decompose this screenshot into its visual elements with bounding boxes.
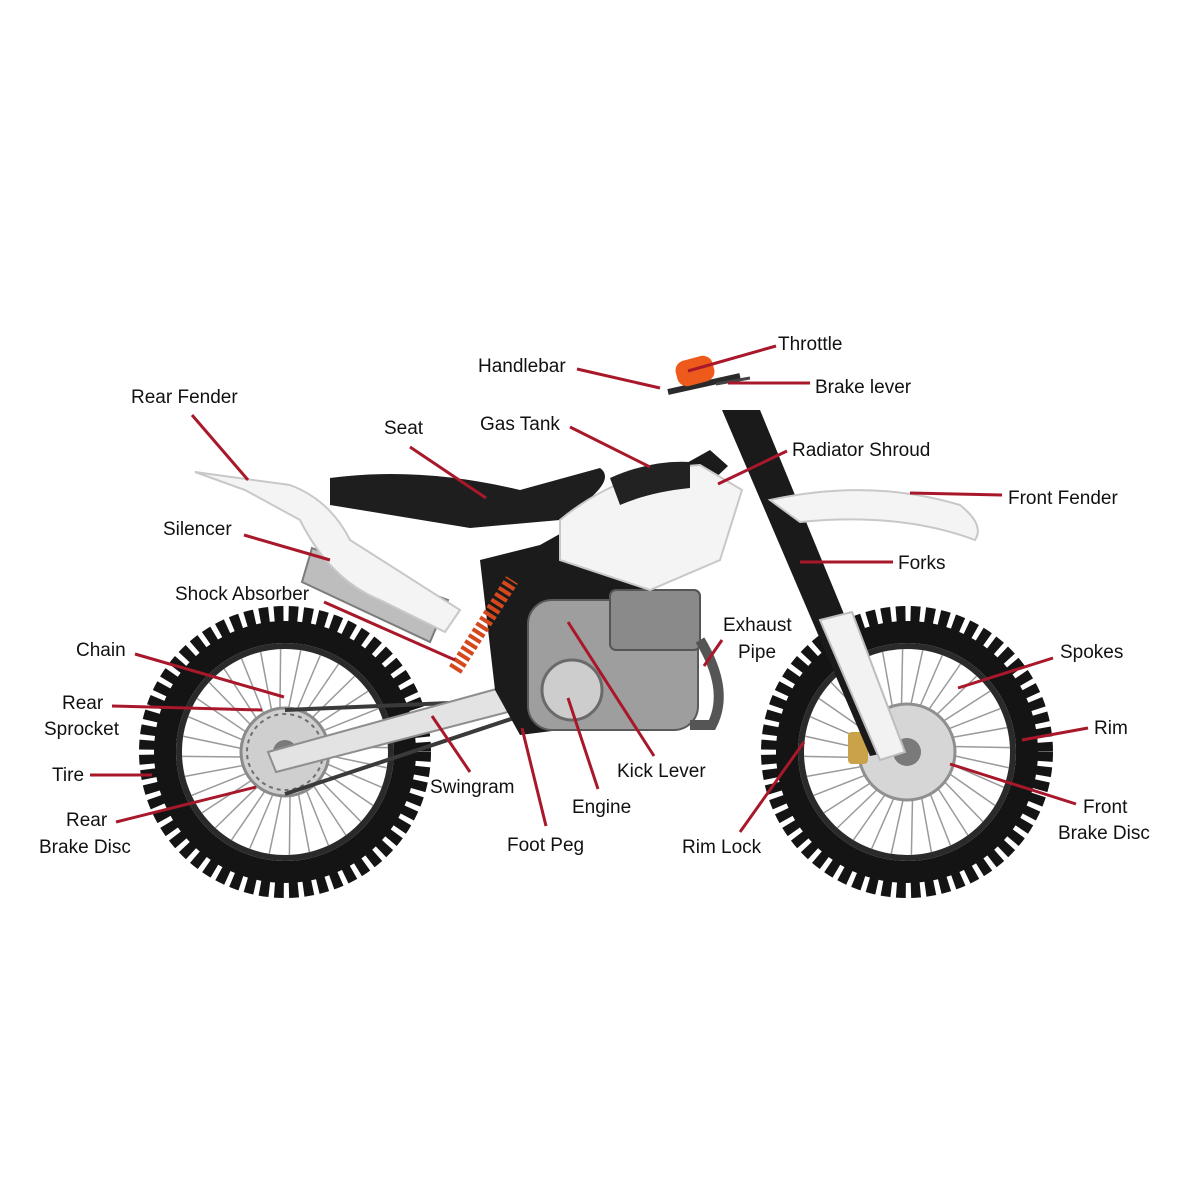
- leader-rear-sprocket: [111, 704, 263, 712]
- part-labels: Throttle Handlebar Brake lever Rear Fend…: [39, 334, 1150, 858]
- label-rim-lock: Rim Lock: [682, 837, 762, 858]
- label-spokes: Spokes: [1060, 642, 1123, 663]
- leader-exhaust-pipe: [702, 639, 724, 667]
- shock-absorber-shape: [449, 576, 518, 674]
- front-caliper: [848, 732, 868, 764]
- leader-rim-lock: [738, 741, 806, 833]
- label-foot-peg: Foot Peg: [507, 835, 584, 856]
- leader-handlebar: [576, 367, 661, 390]
- leader-front-fender: [909, 491, 1003, 497]
- leader-rear-brake-disc: [115, 785, 257, 824]
- label-shock-absorber: Shock Absorber: [175, 584, 310, 605]
- leader-throttle: [687, 344, 777, 373]
- label-rear-sprocket-line1: Rear: [62, 693, 104, 714]
- label-front-fender: Front Fender: [1008, 488, 1118, 509]
- leader-shock-absorber: [323, 600, 456, 662]
- label-exhaust-pipe-line1: Exhaust: [723, 615, 792, 636]
- leader-kick-lever: [566, 621, 656, 757]
- front-wheel: [761, 606, 1053, 898]
- rear-tire: [154, 621, 416, 883]
- front-tire-knobs: [761, 606, 1053, 898]
- label-rear-brake-disc-line2: Brake Disc: [39, 837, 131, 858]
- label-engine: Engine: [572, 797, 631, 818]
- leader-radiator-shroud: [717, 449, 788, 486]
- seat-shape: [330, 468, 605, 528]
- label-chain: Chain: [76, 640, 126, 661]
- leader-spokes: [957, 656, 1054, 690]
- gas-tank-shape: [610, 461, 690, 505]
- label-throttle: Throttle: [778, 334, 842, 355]
- label-gas-tank: Gas Tank: [480, 414, 560, 435]
- label-silencer: Silencer: [163, 519, 232, 540]
- label-rear-brake-disc-line1: Rear: [66, 810, 108, 831]
- engine-shape: [527, 589, 701, 731]
- leader-rear-fender: [190, 414, 250, 481]
- throttle-grip: [675, 355, 715, 387]
- forks-shape: [722, 410, 907, 762]
- label-radiator-shroud: Radiator Shroud: [792, 440, 930, 461]
- leader-gas-tank: [569, 425, 651, 469]
- label-forks: Forks: [898, 553, 946, 574]
- label-brake-lever: Brake lever: [815, 377, 912, 398]
- front-tire: [776, 621, 1038, 883]
- leader-swingarm: [430, 715, 472, 773]
- label-exhaust-pipe-line2: Pipe: [738, 642, 776, 663]
- label-kick-lever: Kick Lever: [617, 761, 706, 782]
- rear-tire-knobs: [139, 606, 431, 898]
- handlebar-shape: [667, 373, 741, 395]
- front-fender-shape: [767, 489, 979, 542]
- leader-foot-peg: [520, 727, 548, 827]
- label-front-brake-disc-line1: Front: [1083, 797, 1128, 818]
- label-swingarm: Swingram: [430, 777, 514, 798]
- leader-seat: [409, 445, 487, 500]
- leader-silencer: [243, 533, 331, 562]
- label-rear-fender: Rear Fender: [131, 387, 238, 408]
- label-rim: Rim: [1094, 718, 1128, 739]
- label-seat: Seat: [384, 418, 424, 439]
- leader-lines: [90, 344, 1089, 833]
- label-handlebar: Handlebar: [478, 356, 566, 377]
- rear-fender-shape: [194, 471, 462, 634]
- leader-engine: [566, 697, 600, 790]
- label-front-brake-disc-line2: Brake Disc: [1058, 823, 1150, 844]
- leader-rim: [1021, 726, 1089, 742]
- rear-rim: [176, 643, 394, 861]
- front-rim: [798, 643, 1016, 861]
- brake-lever-shape: [715, 376, 751, 386]
- label-rear-sprocket-line2: Sprocket: [44, 719, 120, 740]
- label-tire: Tire: [52, 765, 84, 786]
- exhaust-pipe-shape: [690, 637, 724, 730]
- leader-chain: [134, 652, 285, 699]
- leader-front-brake-disc: [949, 762, 1077, 806]
